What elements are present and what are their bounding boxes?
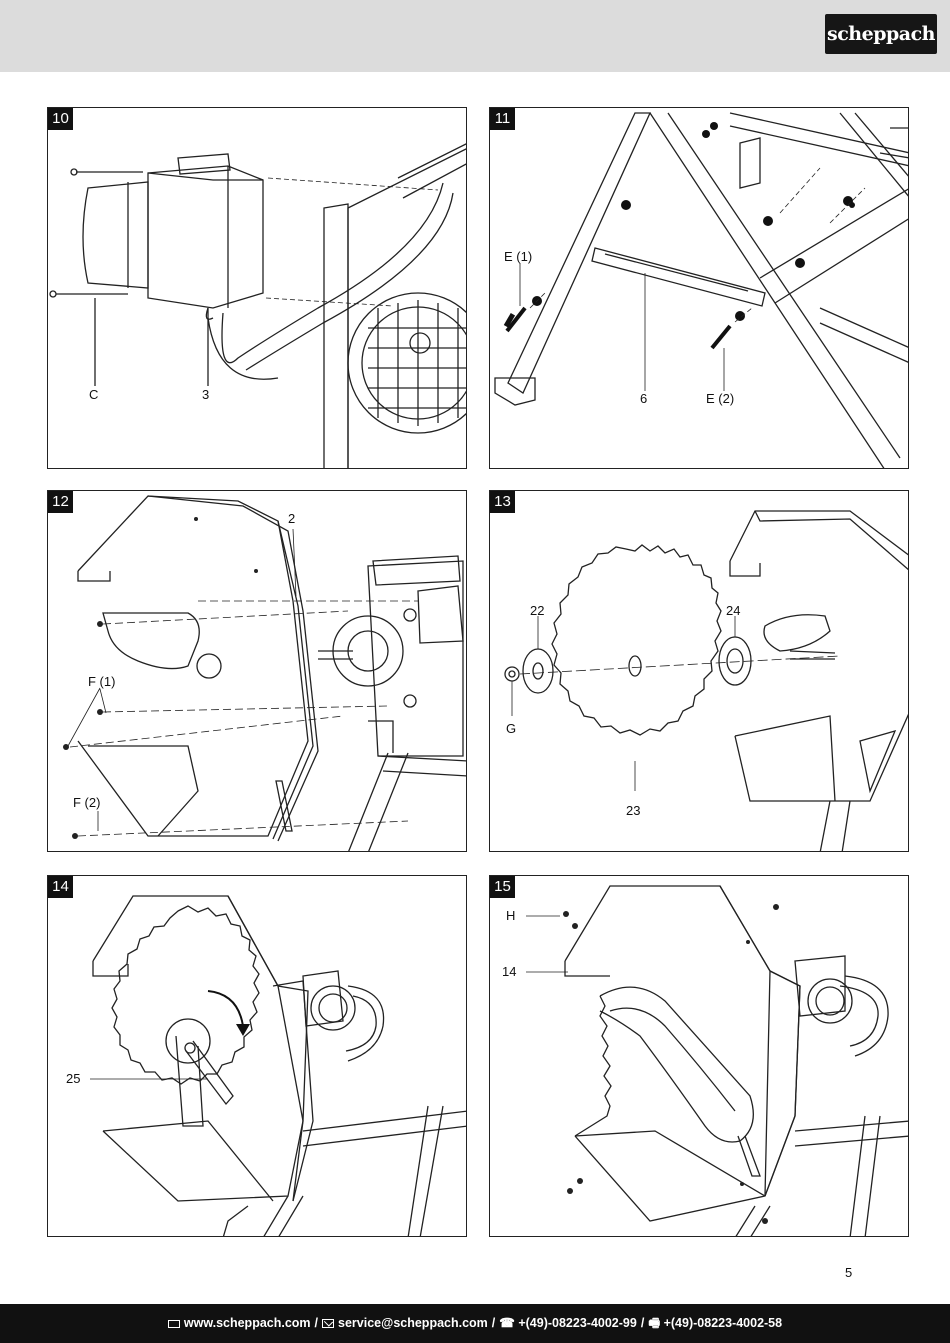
callout-label-6: 6	[640, 391, 648, 406]
figure-14-illustration	[90, 895, 466, 1236]
callout-label-14: 14	[502, 964, 517, 979]
callout-label-2: 2	[288, 511, 296, 526]
figure-12-panel: 12	[47, 490, 467, 852]
footer-phone: +(49)-08223-4002-99	[518, 1316, 637, 1330]
callout-label-25: 25	[66, 1071, 81, 1086]
figure-number: 10	[48, 108, 73, 130]
callout-label-h: H	[506, 908, 516, 923]
callout-label-3: 3	[202, 387, 210, 402]
figure-14-panel: 14 25	[47, 875, 467, 1237]
mail-icon	[322, 1319, 335, 1329]
callout-label-e2: E (2)	[706, 391, 735, 406]
brand-logo-text: scheppach	[827, 23, 935, 45]
figure-number: 15	[490, 876, 515, 898]
figure-11-panel: 11	[489, 107, 909, 469]
figure-15-panel: 15	[489, 875, 909, 1237]
figure-number: 14	[48, 876, 73, 898]
figure-10-illustration	[49, 143, 466, 468]
callout-label-22: 22	[530, 603, 545, 618]
fax-icon: 🖷	[648, 1316, 664, 1330]
header-band	[0, 0, 950, 72]
footer-contact-line: www.scheppach.com/service@scheppach.com/…	[0, 1304, 950, 1343]
figure-13-illustration	[504, 510, 908, 851]
callout-label-g: G	[506, 721, 517, 736]
callout-label-e1: E (1)	[504, 249, 533, 264]
footer-website[interactable]: www.scheppach.com	[183, 1316, 311, 1330]
phone-icon: ☎	[499, 1316, 519, 1330]
figure-10-panel: 10 C 3	[47, 107, 467, 469]
callout-label-23: 23	[626, 803, 641, 818]
figure-11-illustration	[494, 112, 908, 468]
figure-number: 11	[490, 108, 515, 130]
footer-fax: +(49)-08223-4002-58	[663, 1316, 783, 1330]
callout-label-f1: F (1)	[88, 674, 116, 689]
figure-number: 12	[48, 491, 73, 513]
laptop-icon	[167, 1319, 180, 1328]
callout-label-c: C	[89, 387, 99, 402]
callout-label-f2: F (2)	[73, 795, 101, 810]
brand-logo: scheppach	[825, 14, 937, 54]
footer: www.scheppach.com/service@scheppach.com/…	[0, 1304, 950, 1343]
figure-12-illustration	[63, 495, 466, 851]
page-number: 5	[845, 1265, 853, 1280]
figure-15-illustration	[526, 885, 908, 1236]
figure-13-panel: 13 22 24 G 23	[489, 490, 909, 852]
footer-email[interactable]: service@scheppach.com	[338, 1316, 488, 1330]
callout-label-24: 24	[726, 603, 741, 618]
figure-number: 13	[490, 491, 515, 513]
